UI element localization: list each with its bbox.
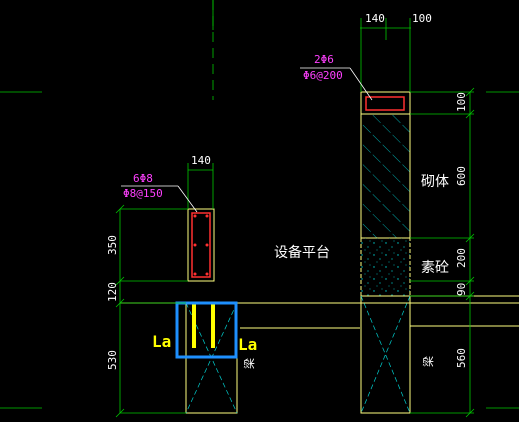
left-height-2: 120 [106,282,119,302]
plain-concrete-label: 素砼 [421,260,449,276]
right-rebar-stirrup: Φ6@200 [303,69,343,82]
right-beam-label: 梁 [421,356,435,367]
right-rebar-main: 2Φ6 [314,53,334,66]
left-rebar-stirrup: Φ8@150 [123,187,163,200]
right-top-width-left: 140 [365,12,385,25]
platform-label: 设备平台 [274,244,330,261]
left-rebar-callout [121,185,198,213]
right-top-width-right: 100 [412,12,432,25]
left-rebar-main: 6Φ8 [133,172,153,185]
right-height-3: 200 [455,248,468,268]
right-rebar-callout [300,67,373,101]
right-height-1: 100 [455,92,468,112]
right-top-dimension [360,18,411,92]
left-height-3: 530 [106,350,119,370]
anchor-label-right: La [238,335,257,354]
right-height-4: 90 [455,283,468,296]
anchorage-highlight-box [175,301,238,359]
right-height-5: 560 [455,348,468,368]
left-wall: La La 梁 [152,208,257,414]
slab-lines [120,295,519,329]
left-wall-upper [187,208,215,282]
anchor-label-left: La [152,332,171,351]
anchor-bar-right [211,304,215,348]
right-wall-cap-rebar [365,96,405,111]
left-top-dimension [187,163,214,209]
left-top-width: 140 [191,154,211,167]
anchor-bar-left [192,304,196,348]
left-wall-rebar-dots [193,214,209,276]
right-wall: 梁 砌体 素砼 [360,91,449,414]
left-wall-rebar-cage [191,212,211,278]
left-height-1: 350 [106,235,119,255]
right-height-2: 600 [455,166,468,186]
masonry-section [360,113,411,239]
plain-concrete-section [360,237,411,297]
masonry-label: 砌体 [421,174,449,190]
left-height-dimension [115,204,188,418]
right-height-dimension [410,87,475,418]
left-beam-label: 梁 [242,358,256,369]
reference-lines [0,0,519,409]
right-beam [360,295,411,414]
